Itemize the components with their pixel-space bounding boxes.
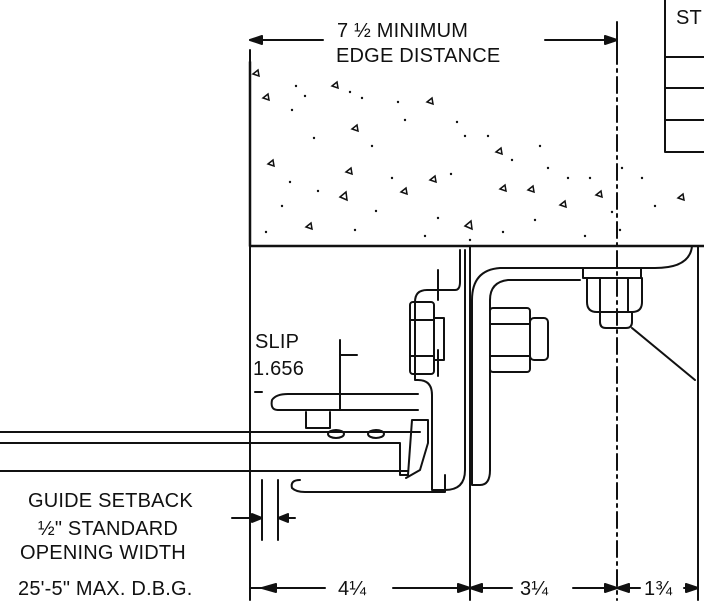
- dimension-1-3-4: 1¾: [644, 578, 673, 600]
- max-dbg-label: 25'-5" MAX. D.B.G.: [18, 578, 193, 600]
- door-leaf: [0, 419, 429, 479]
- concrete-dots: [264, 84, 657, 242]
- edge-distance-dimension: [249, 21, 618, 49]
- bottom-dimension: [249, 583, 699, 593]
- slip-plate: [270, 393, 446, 493]
- concrete-aggregate: [251, 68, 685, 231]
- extension-lines: [249, 47, 699, 601]
- edge-distance-label-line1: 7 ½ MINIMUM: [334, 20, 472, 42]
- edge-distance-label-line2: EDGE DISTANCE: [336, 45, 501, 67]
- concrete-slab: [248, 49, 704, 248]
- bolt-left: [409, 301, 445, 375]
- table-header-label: ST: [676, 7, 702, 29]
- slip-dimension: [254, 339, 358, 411]
- bolt-right: [489, 307, 549, 373]
- spec-table: [664, 0, 704, 153]
- dimension-3-1-4: 3¼: [520, 578, 549, 600]
- slip-label: SLIP: [255, 331, 300, 353]
- guide-setback-label: GUIDE SETBACK: [28, 490, 193, 512]
- embedded-angle-right: [471, 245, 693, 486]
- guide-setback-dimension: [231, 513, 296, 523]
- embedded-angle-left: [414, 249, 466, 491]
- slip-value: 1.656: [253, 358, 305, 380]
- standard-label-line2: OPENING WIDTH: [20, 542, 186, 564]
- dimension-4-1-4: 4¼: [338, 578, 367, 600]
- standard-label-line1: ½" STANDARD: [38, 518, 179, 540]
- bolt-hanging: [582, 267, 696, 381]
